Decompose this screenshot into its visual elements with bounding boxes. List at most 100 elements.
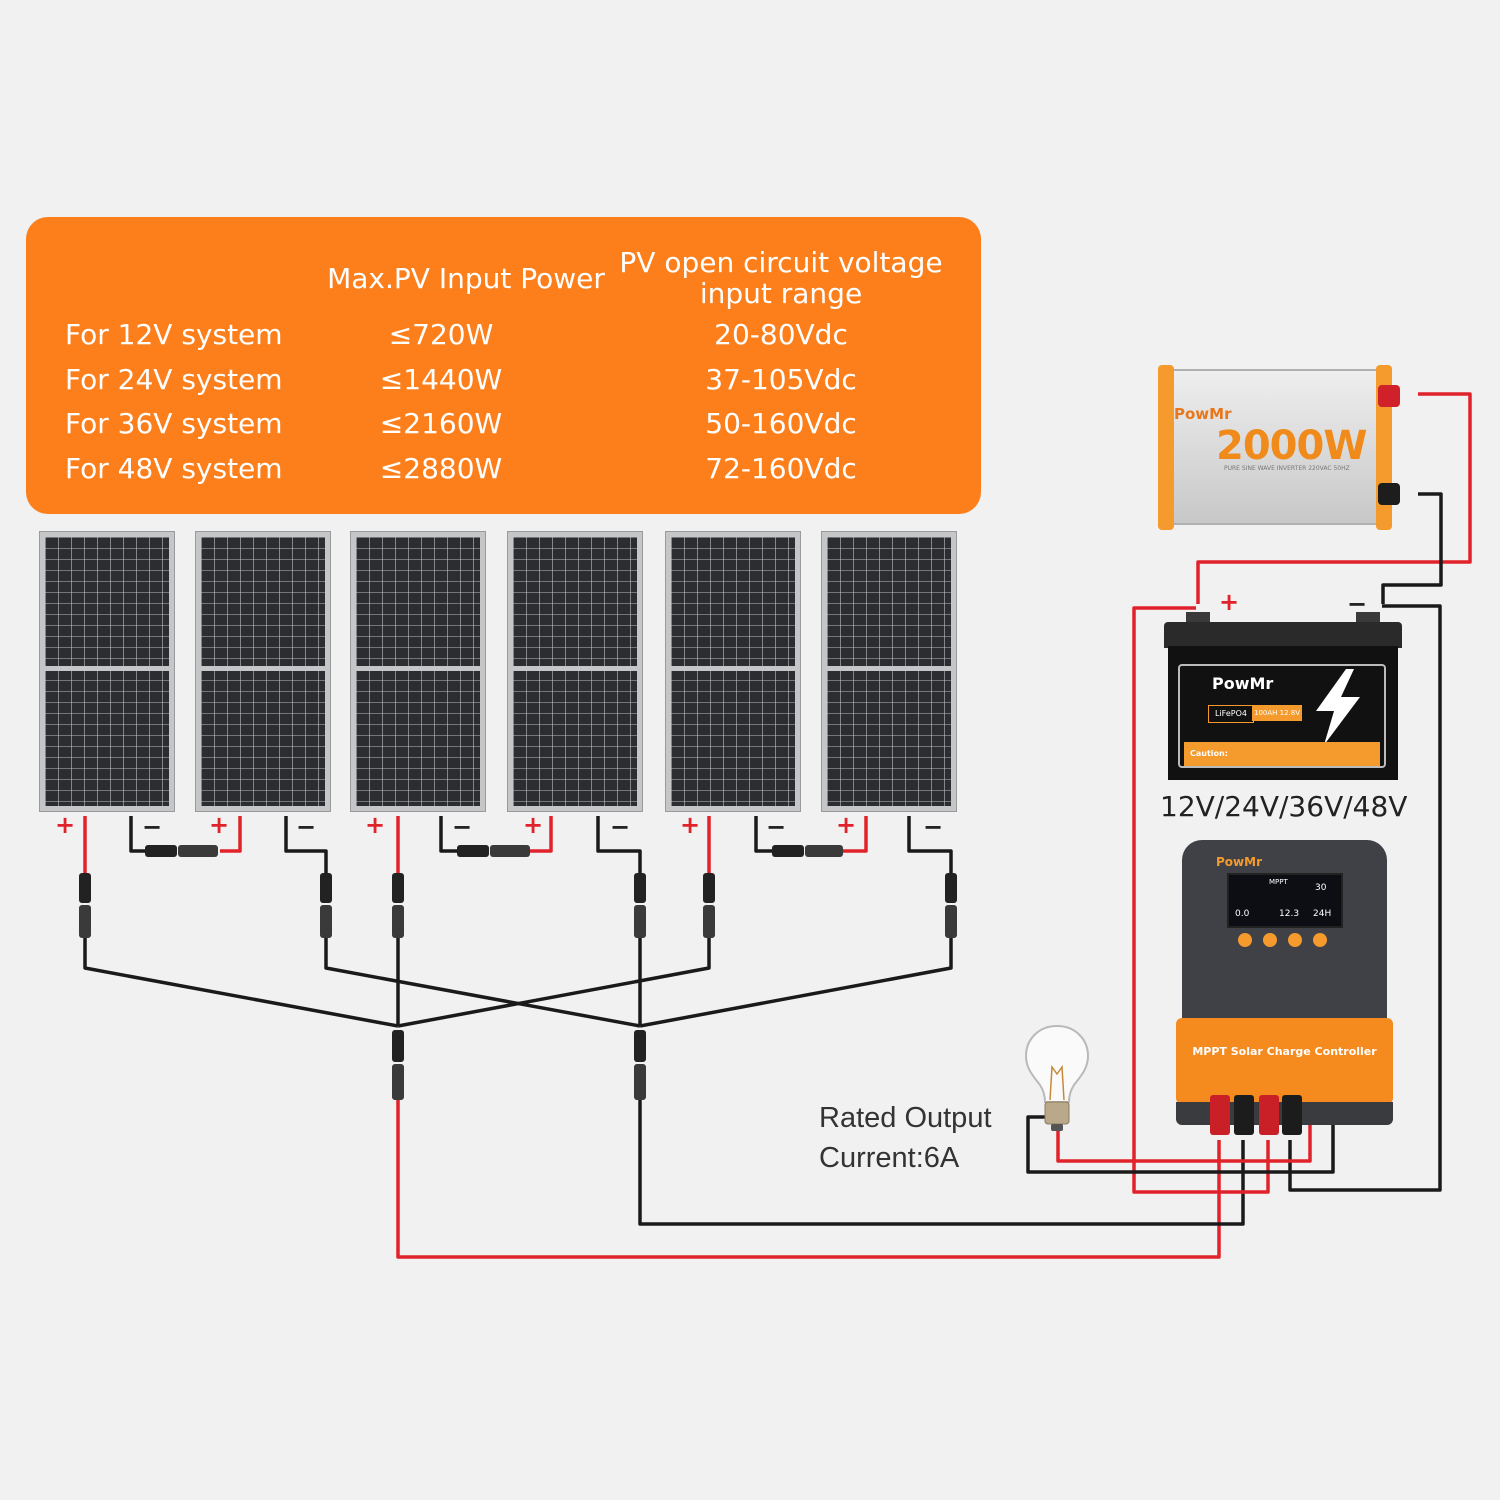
voltage-range-value: 20-80Vdc (714, 318, 848, 351)
terminal-pv-negative (1234, 1095, 1254, 1135)
system-label: For 12V system (65, 318, 283, 351)
inverter: PowMr 2000W PURE SINE WAVE INVERTER 220V… (1158, 365, 1400, 530)
controller-front-panel (1176, 1018, 1393, 1104)
solar-panel-3 (350, 531, 486, 812)
voltage-range-value: 72-160Vdc (705, 452, 857, 485)
panel-6-minus: − (923, 813, 944, 841)
wire-pv-negative-main (638, 1100, 1245, 1226)
solar-panel-2 (195, 531, 331, 812)
inverter-subtitle: PURE SINE WAVE INVERTER 220VAC 50HZ (1224, 465, 1350, 472)
mc4-string3-lower (392, 905, 404, 938)
wire-inverter-positive (1196, 392, 1472, 604)
wire-pair2-series-pos (530, 816, 553, 853)
solar-panel-6 (821, 531, 957, 812)
wire-string1-pos-bus (83, 938, 399, 1028)
spec-table: Max.PV Input Power PV open circuit volta… (26, 217, 981, 514)
inverter-body (1166, 369, 1388, 525)
mc4-string5-lower (703, 905, 715, 938)
panel-4-plus: + (523, 811, 544, 839)
controller-button-2[interactable] (1263, 933, 1277, 947)
mc4-string1-lower (79, 905, 91, 938)
controller-button-4[interactable] (1313, 933, 1327, 947)
screen-value-top: 30 (1315, 883, 1327, 893)
panel-6-plus: + (836, 811, 857, 839)
battery-lid (1164, 622, 1402, 648)
wire-string4-neg (596, 816, 642, 873)
panel-2-plus: + (209, 811, 230, 839)
max-power-value: ≤1440W (379, 363, 503, 396)
mc4-pv-positive-upper (392, 1030, 404, 1062)
panel-1-minus: − (142, 813, 163, 841)
spec-row-36v: For 36V system ≤2160W 50-160Vdc (26, 407, 981, 447)
battery: PowMr LiFePO4 100AH 12.8V Caution: (1164, 612, 1402, 780)
header-max-pv-input-power: Max.PV Input Power (327, 262, 605, 295)
mc4-pair2-female (490, 845, 530, 857)
mc4-pair2-male (457, 845, 489, 857)
system-label: For 48V system (65, 452, 283, 485)
voltage-range-value: 50-160Vdc (705, 407, 857, 440)
mc4-pv-negative-upper (634, 1030, 646, 1062)
load-rating-line-2: Current:6A (819, 1142, 960, 1174)
battery-minus: − (1347, 590, 1368, 618)
screen-value-middle: 12.3 (1279, 909, 1300, 919)
inverter-end-cap-left (1158, 365, 1174, 530)
wire-battery-positive (1132, 606, 1270, 1194)
wire-inverter-negative (1381, 492, 1443, 604)
inverter-positive-terminal (1378, 385, 1400, 407)
solar-panel-5 (665, 531, 801, 812)
battery-voltage-options: 12V/24V/36V/48V (1160, 790, 1408, 823)
mc4-string5-upper (703, 873, 715, 903)
mc4-connectors (79, 845, 957, 1100)
mc4-string3-upper (392, 873, 404, 903)
panel-5-plus: + (680, 811, 701, 839)
voltage-range-value: 37-105Vdc (705, 363, 857, 396)
mc4-pair3-male (772, 845, 804, 857)
mc4-pair1-female (178, 845, 218, 857)
terminal-pv-positive (1210, 1095, 1230, 1135)
screen-value-left: 0.0 (1235, 909, 1250, 919)
battery-label-frame (1178, 664, 1386, 768)
inverter-brand: PowMr (1174, 405, 1232, 423)
mc4-pv-negative-lower (634, 1064, 646, 1100)
mc4-string6-lower (945, 905, 957, 938)
max-power-value: ≤2880W (379, 452, 503, 485)
controller-lcd-screen: MPPT 30 0.0 12.3 24H (1227, 873, 1343, 928)
header-pv-open-circuit-voltage: PV open circuit voltage input range (619, 246, 943, 310)
controller-button-1[interactable] (1238, 933, 1252, 947)
battery-plus: + (1219, 588, 1240, 616)
wire-load-negative (1026, 1105, 1335, 1174)
mc4-string6-upper (945, 873, 957, 903)
battery-caution-strip: Caution: (1184, 742, 1380, 766)
panel-5-minus: − (766, 813, 787, 841)
wire-pair3-series-pos (842, 816, 868, 853)
inverter-power-rating: 2000W (1216, 423, 1367, 469)
battery-capacity: 100AH 12.8V (1252, 705, 1302, 721)
wire-load-positive (1056, 1105, 1312, 1163)
system-label: For 36V system (65, 407, 283, 440)
mc4-string2-lower (320, 905, 332, 938)
wire-string5-pos-bus (397, 938, 711, 1028)
battery-brand: PowMr (1212, 674, 1274, 693)
panel-4-minus: − (610, 813, 631, 841)
mc4-pv-positive-lower (392, 1064, 404, 1100)
mc4-string1-upper (79, 873, 91, 903)
light-bulb-icon (1024, 1024, 1090, 1131)
spec-row-24v: For 24V system ≤1440W 37-105Vdc (26, 363, 981, 403)
solar-panel-1 (39, 531, 175, 812)
panel-1-plus: + (55, 811, 76, 839)
wire-pv-positive-main (396, 1100, 1221, 1259)
mc4-string4-upper (634, 873, 646, 903)
load-rating-line-1: Rated Output (819, 1102, 992, 1134)
inverter-negative-terminal (1378, 483, 1400, 505)
solar-panel-4 (507, 531, 643, 812)
controller-button-3[interactable] (1288, 933, 1302, 947)
mc4-pair1-male (145, 845, 177, 857)
terminal-battery-positive (1259, 1095, 1279, 1135)
lightning-icon (1316, 669, 1360, 745)
mc4-string2-upper (320, 873, 332, 903)
mc4-pair3-female (805, 845, 843, 857)
controller-brand: PowMr (1216, 855, 1262, 869)
screen-mode: MPPT (1269, 878, 1288, 886)
max-power-value: ≤2160W (379, 407, 503, 440)
